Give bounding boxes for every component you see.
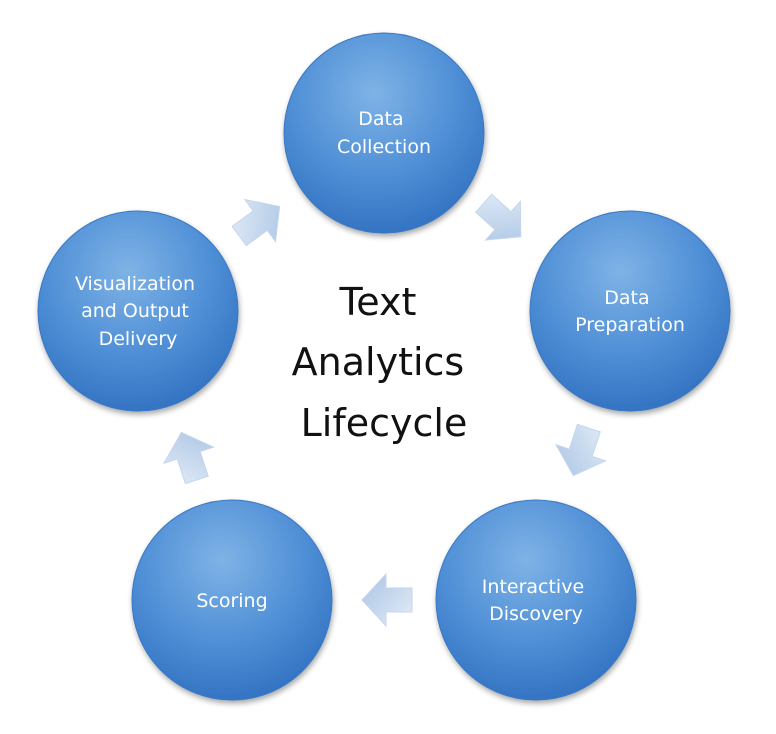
arrow-preparation-to-discovery (554, 423, 607, 477)
connector-arrows (162, 193, 607, 628)
stage-label: Data Preparation (575, 287, 685, 336)
stage-interactive-discovery: Interactive Discovery (435, 499, 637, 701)
stage-circle (283, 32, 485, 234)
stage-scoring: Scoring (131, 499, 333, 701)
stage-circle (131, 499, 333, 701)
diagram-title: Text Analytics Lifecycle (292, 280, 477, 445)
stage-circle (435, 499, 637, 701)
arrow-discovery-to-scoring (361, 572, 413, 628)
stage-data-collection: Data Collection (283, 32, 485, 234)
stage-label: Scoring (196, 590, 267, 612)
stage-circle (37, 210, 239, 412)
stage-data-preparation: Data Preparation (529, 210, 731, 412)
stage-circle (529, 210, 731, 412)
stage-label: Data Collection (337, 108, 431, 158)
arrow-scoring-to-visualization (162, 431, 215, 485)
arrow-visualization-to-collection (231, 198, 281, 247)
arrow-collection-to-preparation (474, 193, 522, 241)
stage-label: Visualization and Output Delivery (75, 273, 201, 350)
stage-label: Interactive Discovery (482, 576, 590, 625)
stage-visualization-output-delivery: Visualization and Output Delivery (37, 210, 239, 412)
